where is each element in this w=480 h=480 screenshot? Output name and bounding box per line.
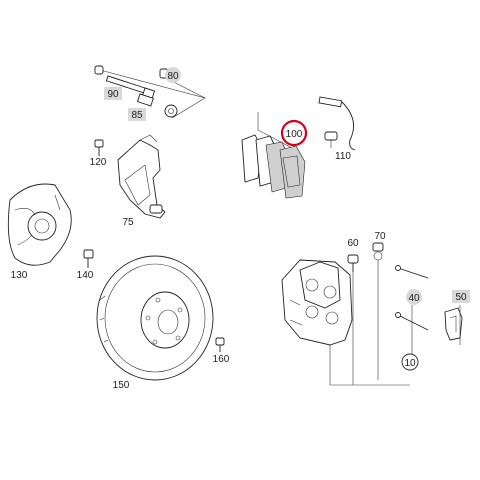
brake-caliper xyxy=(281,259,410,386)
brake-disc xyxy=(96,255,214,381)
svg-text:10: 10 xyxy=(404,358,416,369)
svg-text:90: 90 xyxy=(107,89,119,100)
fitting-70 xyxy=(372,242,384,380)
svg-text:75: 75 xyxy=(122,217,134,228)
part-label-10[interactable]: 10 xyxy=(401,353,419,371)
part-label-120[interactable]: 120 xyxy=(90,157,107,168)
part-label-140[interactable]: 140 xyxy=(77,270,94,281)
part-label-40[interactable]: 40 xyxy=(406,289,422,305)
bolt-140 xyxy=(83,249,94,268)
part-label-50[interactable]: 50 xyxy=(452,290,470,303)
brake-pads xyxy=(241,112,306,199)
part-label-80[interactable]: 80 xyxy=(165,67,181,83)
part-label-75[interactable]: 75 xyxy=(122,217,134,228)
screw-160 xyxy=(215,337,225,352)
bolt-120 xyxy=(94,139,104,156)
part-label-85[interactable]: 85 xyxy=(128,108,146,121)
svg-text:130: 130 xyxy=(11,270,28,281)
part-label-60[interactable]: 60 xyxy=(347,238,359,249)
svg-text:140: 140 xyxy=(77,270,94,281)
svg-text:70: 70 xyxy=(374,231,386,242)
svg-text:60: 60 xyxy=(347,238,359,249)
part-label-110[interactable]: 110 xyxy=(335,151,351,162)
svg-text:85: 85 xyxy=(131,110,143,121)
guide-pin-assembly xyxy=(94,65,206,119)
wear-sensor xyxy=(318,96,356,151)
retaining-pins xyxy=(395,265,429,355)
part-label-130[interactable]: 130 xyxy=(11,270,28,281)
svg-text:160: 160 xyxy=(213,354,230,365)
part-label-70[interactable]: 70 xyxy=(374,231,386,242)
caliper-bracket xyxy=(117,134,166,219)
svg-text:150: 150 xyxy=(113,380,130,391)
svg-text:50: 50 xyxy=(455,292,467,303)
part-label-160[interactable]: 160 xyxy=(213,354,230,365)
svg-text:80: 80 xyxy=(167,71,179,82)
svg-text:110: 110 xyxy=(335,151,351,162)
part-label-150[interactable]: 150 xyxy=(113,380,130,391)
svg-text:120: 120 xyxy=(90,157,107,168)
svg-text:100: 100 xyxy=(286,129,303,140)
svg-text:40: 40 xyxy=(408,293,420,304)
bleeder-valve xyxy=(347,254,359,385)
spring-clip xyxy=(444,305,463,345)
part-label-100[interactable]: 100 xyxy=(280,119,308,147)
part-label-90[interactable]: 90 xyxy=(104,87,122,100)
splash-shield xyxy=(7,183,72,266)
